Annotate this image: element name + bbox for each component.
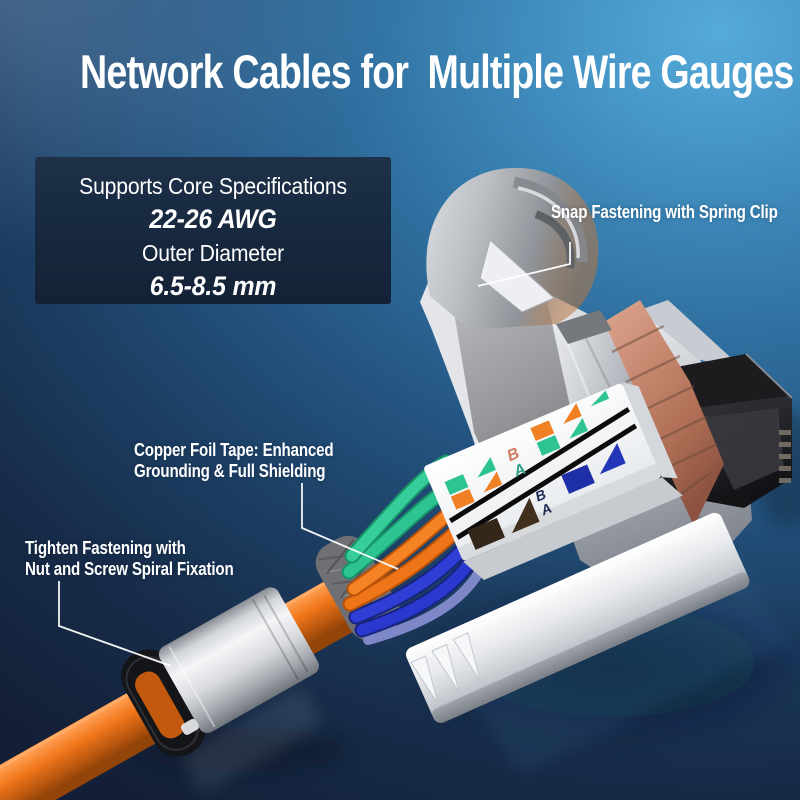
spec-line-core: Supports Core Specifications (79, 173, 347, 199)
callout-tighten-line1: Tighten Fastening with (25, 538, 186, 558)
label-bottom-face (463, 477, 683, 580)
label-divider-2 (455, 423, 638, 540)
leader-line-tighten (58, 581, 172, 667)
nut-reflection (184, 689, 320, 791)
spec-diameter-value: 6.5-8.5 mm (149, 271, 277, 301)
spec-box: Supports Core Specifications 22-26 AWG O… (35, 157, 391, 304)
callout-tighten-fastening: Tighten Fastening with Nut and Screw Spi… (25, 538, 234, 580)
callout-tighten-line2: Nut and Screw Spiral Fixation (25, 559, 234, 579)
spec-awg-value: 22-26 AWG (149, 204, 277, 234)
tip-contacts (779, 430, 791, 483)
fastening-nut (121, 587, 319, 757)
ring-notch (181, 718, 199, 735)
tip-inner-sleeve (700, 408, 784, 490)
callout-copper-line1: Copper Foil Tape: Enhanced (134, 440, 334, 460)
leader-line-snap (477, 242, 571, 287)
chassis-reflection (470, 565, 792, 772)
callout-snap-text: Snap Fastening with Spring Clip (551, 202, 778, 222)
cap-hinge (556, 310, 612, 344)
callout-copper-foil: Copper Foil Tape: Enhanced Grounding & F… (134, 440, 334, 482)
page-title: Network Cables for Multiple Wire Gauges (80, 45, 794, 98)
strain-relief-teeth (410, 632, 481, 704)
callout-snap-fastening: Snap Fastening with Spring Clip (551, 202, 778, 223)
connector-chassis (405, 512, 751, 724)
row-a-letter: A (510, 461, 528, 482)
nut-body (158, 587, 319, 733)
callout-copper-line2: Grounding & Full Shielding (134, 461, 326, 481)
leader-line-copper (301, 483, 399, 570)
label-right-face (621, 382, 678, 479)
wire-guide-label: B A B A (424, 382, 683, 580)
spec-line-diameter: Outer Diameter (141, 240, 285, 266)
leader-lines (58, 242, 571, 667)
cap-copper-band (604, 300, 724, 526)
label-divider-1 (448, 407, 631, 524)
spring-clip-dome (426, 167, 599, 330)
